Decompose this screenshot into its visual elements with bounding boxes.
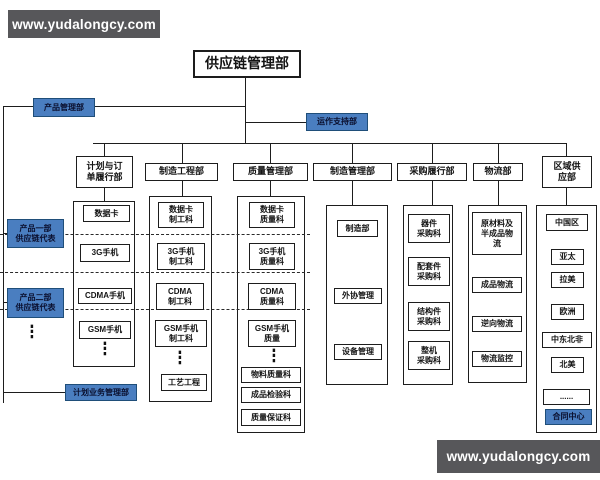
connector-drop-col4: [352, 143, 353, 163]
node-data-card-quality: 数据卡 质量科: [249, 202, 295, 228]
node-data-card: 数据卡: [83, 205, 130, 222]
node-finished-inspection: 成品检验科: [241, 387, 301, 403]
node-region-mena: 中东北非: [542, 332, 592, 348]
connector-header-container-7: [566, 188, 567, 205]
node-equipment-mgmt: 设备管理: [334, 344, 382, 360]
dept-header-mfg-mgmt: 制造管理部: [313, 163, 392, 181]
node-region-more: ......: [543, 389, 590, 405]
node-accessory-procurement: 配套件 采购科: [408, 257, 450, 286]
column-container-1: [73, 201, 135, 367]
node-3g-quality: 3G手机 质量科: [249, 243, 295, 270]
connector-header-container-5: [432, 181, 433, 205]
dept-header-procurement: 采购履行部: [397, 163, 467, 181]
connector-header-container-2: [182, 181, 183, 196]
connector-drop-col7: [566, 143, 567, 157]
node-cdma-phone: CDMA手机: [78, 288, 132, 304]
node-whole-unit-procurement: 整机 采购科: [408, 341, 450, 370]
node-region-china: 中国区: [546, 214, 588, 231]
node-material-quality: 物料质量科: [241, 367, 301, 383]
dept-header-quality-mgmt: 质量管理部: [233, 163, 308, 181]
node-region-europe: 欧洲: [551, 304, 584, 320]
connector-header-container-4: [352, 181, 353, 205]
product-dept2-rep-box: 产品二部 供应链代表: [7, 288, 64, 318]
dept-header-logistics: 物流部: [473, 163, 523, 181]
root-dept-box: 供应链管理部: [193, 50, 301, 78]
node-region-latam: 拉美: [551, 272, 584, 288]
node-process-engineering: 工艺工程: [161, 374, 207, 391]
node-component-procurement: 器件 采购科: [408, 214, 450, 243]
node-3g-mfg: 3G手机 制工科: [157, 243, 205, 270]
connector-spine: [93, 143, 567, 144]
product-dept1-rep-box: 产品一部 供应链代表: [7, 219, 64, 248]
connector-rep2: [3, 302, 8, 303]
connector-drop-col3: [270, 143, 271, 163]
watermark-bottom: www.yudalongcy.com: [437, 440, 600, 473]
node-gsm-phone: GSM手机: [79, 321, 131, 339]
dept-header-mfg-engineering: 制造工程部: [145, 163, 218, 181]
node-outsourcing-mgmt: 外协管理: [334, 288, 382, 304]
connector-product-mgmt: [3, 106, 245, 107]
node-cdma-quality: CDMA 质量科: [248, 283, 296, 310]
connector-header-container-1: [104, 188, 105, 201]
node-data-card-mfg: 数据卡 制工科: [158, 202, 204, 228]
connector-ops-support: [245, 122, 306, 123]
connector-drop-col6: [498, 143, 499, 163]
connector-drop-col1: [104, 143, 105, 157]
dashed-separator-3: [0, 309, 310, 310]
node-finished-logistics: 成品物流: [472, 277, 522, 293]
product-mgmt-dept-box: 产品管理部: [33, 98, 95, 117]
connector-rep1: [3, 233, 8, 234]
node-structural-procurement: 结构件 采购科: [408, 302, 450, 331]
ops-support-dept-box: 运作支持部: [306, 113, 368, 131]
node-reverse-logistics: 逆向物流: [472, 316, 522, 332]
node-cdma-mfg: CDMA 制工科: [156, 283, 204, 310]
ellipsis-col1: ⋮: [98, 338, 112, 358]
node-region-apac: 亚太: [551, 249, 584, 265]
dept-header-regional-supply: 区域供 应部: [542, 156, 592, 188]
planning-biz-mgmt-box: 计划业务管理部: [65, 384, 137, 401]
node-gsm-mfg: GSM手机 制工科: [155, 320, 207, 347]
dashed-separator-1: [0, 234, 310, 235]
node-region-na: 北美: [551, 357, 584, 373]
ellipsis-col2: ⋮: [173, 347, 187, 367]
node-gsm-quality: GSM手机 质量: [248, 320, 296, 347]
node-quality-assurance: 质量保证科: [241, 409, 301, 426]
node-raw-material-logistics: 原材料及 半成品物 流: [472, 212, 522, 255]
dashed-separator-2: [0, 272, 310, 273]
ellipsis-left: ⋮: [25, 321, 39, 341]
ellipsis-col3: ⋮: [267, 345, 281, 365]
connector-planning-biz: [3, 392, 65, 393]
node-mfg-dept: 制造部: [337, 220, 378, 237]
connector-drop-col2: [182, 143, 183, 163]
connector-root-vertical: [245, 77, 246, 143]
connector-header-container-6: [498, 181, 499, 205]
node-logistics-monitoring: 物流监控: [472, 351, 522, 367]
watermark-top: www.yudalongcy.com: [8, 10, 160, 38]
connector-drop-col5: [432, 143, 433, 163]
node-3g-phone: 3G手机: [80, 244, 130, 262]
node-contract-center: 合同中心: [545, 409, 592, 425]
connector-left-vertical: [3, 106, 4, 403]
dept-header-planning-order: 计划与订 单履行部: [76, 156, 133, 188]
connector-header-container-3: [270, 181, 271, 196]
